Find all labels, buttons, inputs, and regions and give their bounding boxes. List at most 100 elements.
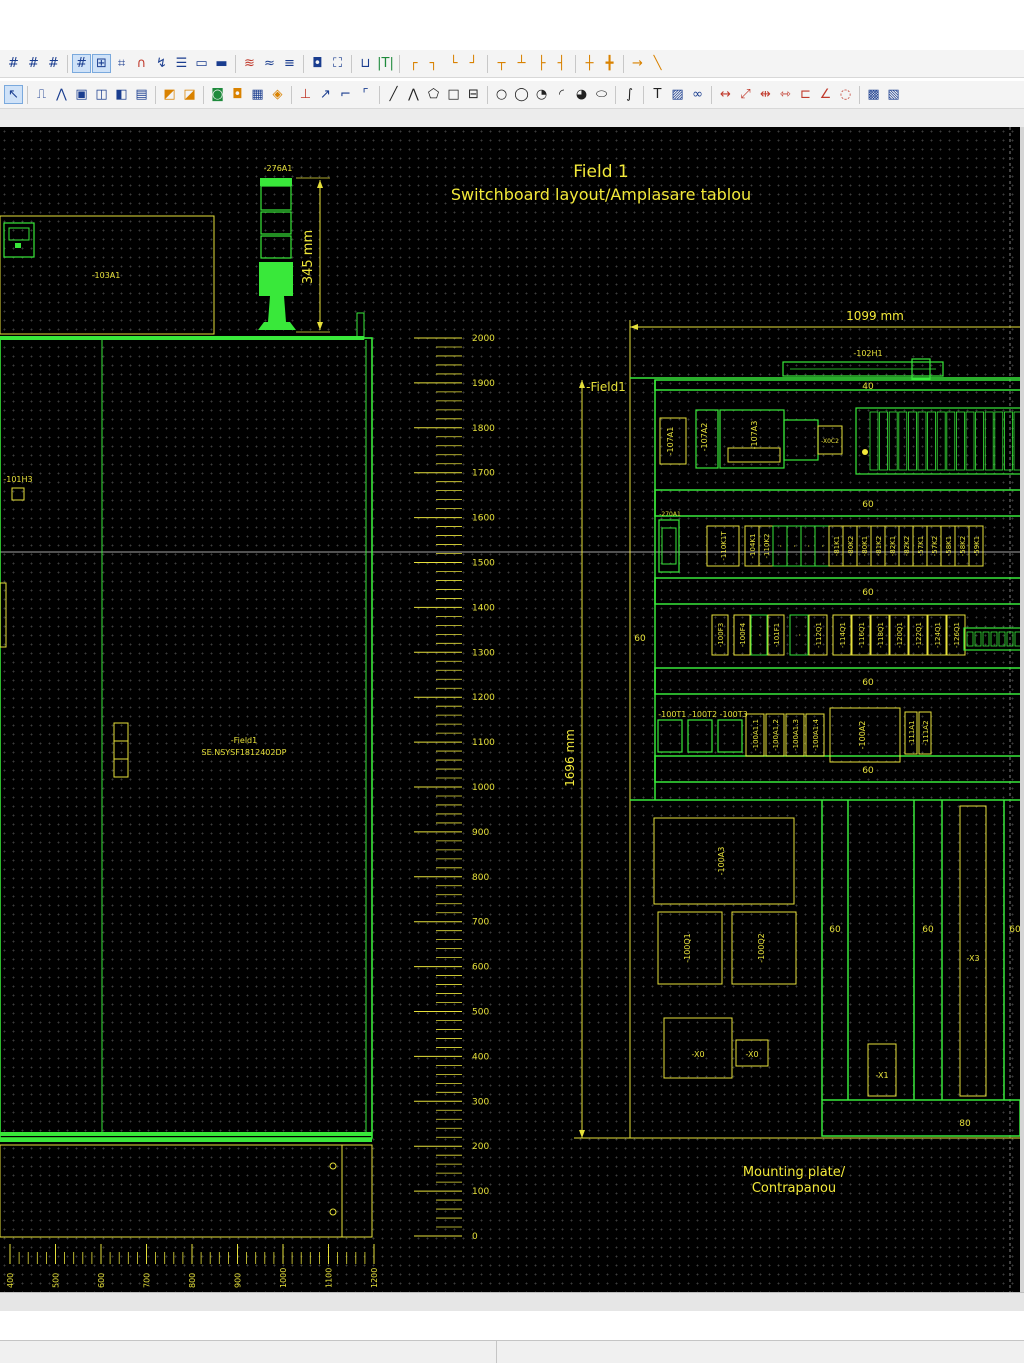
device-c-icon[interactable]: ◧ [115,87,128,102]
module-111a[interactable] [918,711,932,755]
breaker-module[interactable] [733,614,751,656]
grid-c-icon[interactable]: # [8,56,19,71]
interruption-icon[interactable]: → [632,56,643,71]
macro-a-icon[interactable]: ◩ [163,87,176,102]
terminal-x3[interactable] [959,805,987,1097]
breaker-module[interactable] [870,614,890,656]
corner-top-left-icon[interactable]: ┌ [409,56,418,71]
device-x0c2[interactable] [817,425,843,455]
wire-filter-c-icon[interactable]: ≡ [284,56,295,71]
rectangle-icon[interactable]: □ [447,87,460,102]
module-111a[interactable] [904,711,918,755]
device-x0-a[interactable] [663,1017,733,1079]
object-snap-icon[interactable]: ☰ [175,56,188,71]
spline-icon[interactable]: ∫ [626,87,633,102]
dimension-aligned-icon[interactable]: ⤢ [740,87,751,102]
corner-line-icon[interactable]: ⌐ [340,87,351,102]
magnet-icon[interactable]: ∩ [136,56,147,71]
plc-rack[interactable] [855,407,1020,475]
module-100a1[interactable] [745,713,765,757]
arc-b-icon[interactable]: ◜ [558,87,565,102]
diagonal-icon[interactable]: ╲ [653,56,662,71]
corner-bottom-right-icon[interactable]: ┘ [469,56,478,71]
dimension-radius-icon[interactable]: ◌ [839,87,852,102]
dimension-base-icon[interactable]: ⇿ [780,87,791,102]
text-bars-icon[interactable]: |T| [377,56,394,71]
sector-icon[interactable]: ◕ [575,87,588,102]
device-103a1[interactable] [0,215,215,335]
t-junction-right-icon[interactable]: ├ [537,56,546,71]
vertical-scrollbar[interactable] [1020,127,1024,1292]
image-icon[interactable]: ▨ [671,87,684,102]
pin-icon[interactable]: ⌗ [117,56,126,71]
wire-filter-a-icon[interactable]: ≋ [244,56,255,71]
module-100a1[interactable] [785,713,805,757]
bar-icon[interactable]: ▬ [215,56,228,71]
terminal-strip-row3[interactable] [963,627,1020,651]
device-x0-b[interactable] [735,1039,769,1067]
light-102h1[interactable] [782,361,944,377]
dimension-linear-icon[interactable]: ↔ [720,87,731,102]
device-router[interactable] [783,419,819,461]
line-icon[interactable]: ╱ [389,87,398,102]
corner-line-b-icon[interactable]: ⌜ [362,87,369,102]
placeholder-d-icon[interactable]: ◈ [272,87,283,102]
breaker-module[interactable] [889,614,909,656]
transformer-100t1[interactable] [657,719,683,753]
text-icon[interactable]: T [653,87,662,102]
zoom-fit-icon[interactable]: ⛶ [332,56,343,71]
breaker-module[interactable] [767,614,785,656]
module-100a1[interactable] [765,713,785,757]
placeholder-a-icon[interactable]: ◙ [211,87,224,102]
symbol-insert-icon[interactable]: ⎍ [36,87,47,102]
breaker-module[interactable] [946,614,966,656]
module-100a1[interactable] [805,713,825,757]
device-107a2[interactable] [695,409,719,469]
t-junction-down-icon[interactable]: ┬ [497,56,506,71]
snap-grid-icon[interactable]: ⊞ [92,54,111,73]
dimension-increment-icon[interactable]: ⊏ [800,87,811,102]
lamp-101h3[interactable] [11,487,25,501]
relay-module[interactable] [968,525,984,567]
corner-bottom-left-icon[interactable]: └ [449,56,458,71]
transformer-100t3[interactable] [717,719,743,753]
cart-icon[interactable]: ⊔ [360,56,371,71]
breaker-module[interactable] [750,614,768,656]
device-d-icon[interactable]: ▤ [135,87,148,102]
device-a-icon[interactable]: ▣ [75,87,88,102]
circle-icon[interactable]: ○ [495,87,508,102]
arc-icon[interactable]: ◔ [535,87,548,102]
drawing-canvas[interactable]: Field 1 Switchboard layout/Amplasare tab… [0,127,1020,1292]
corner-top-right-icon[interactable]: ┐ [429,56,438,71]
breaker-module[interactable] [851,614,871,656]
enclosure-front[interactable] [0,337,373,1139]
terminal-x1[interactable] [867,1043,897,1097]
breaker-module[interactable] [711,614,729,656]
breaker-module[interactable] [789,614,809,656]
pointer-icon[interactable]: ↖ [4,85,23,104]
polyline-icon[interactable]: ⋀ [408,87,419,102]
device-107a1[interactable] [659,417,687,465]
frame-icon[interactable]: ▭ [195,56,208,71]
grid-on-icon[interactable]: # [72,54,91,73]
macro-b-icon[interactable]: ◪ [183,87,196,102]
hyperlink-icon[interactable]: ∞ [692,87,703,102]
horizontal-scrollbar[interactable] [0,1292,1024,1311]
device-100a2[interactable] [829,707,901,763]
placeholder-b-icon[interactable]: ◘ [232,87,243,102]
cross-b-icon[interactable]: ╋ [605,56,614,71]
hmi-panel[interactable] [3,222,35,258]
t-junction-up-icon[interactable]: ┴ [517,56,526,71]
layer-a-icon[interactable]: ▩ [867,87,880,102]
wire-filter-b-icon[interactable]: ≈ [264,56,275,71]
circle-b-icon[interactable]: ◯ [514,87,529,102]
ellipse-icon[interactable]: ⬭ [595,87,608,102]
increment-icon[interactable]: ↯ [156,56,167,71]
breaker-module[interactable] [908,614,928,656]
layer-b-icon[interactable]: ▧ [887,87,900,102]
terminal-icon[interactable]: ◘ [312,56,323,71]
dimension-chain-icon[interactable]: ⇹ [760,87,771,102]
framed-rectangle-icon[interactable]: ⊟ [468,87,479,102]
placeholder-c-icon[interactable]: ▦ [251,87,264,102]
relay-module[interactable] [706,525,740,567]
